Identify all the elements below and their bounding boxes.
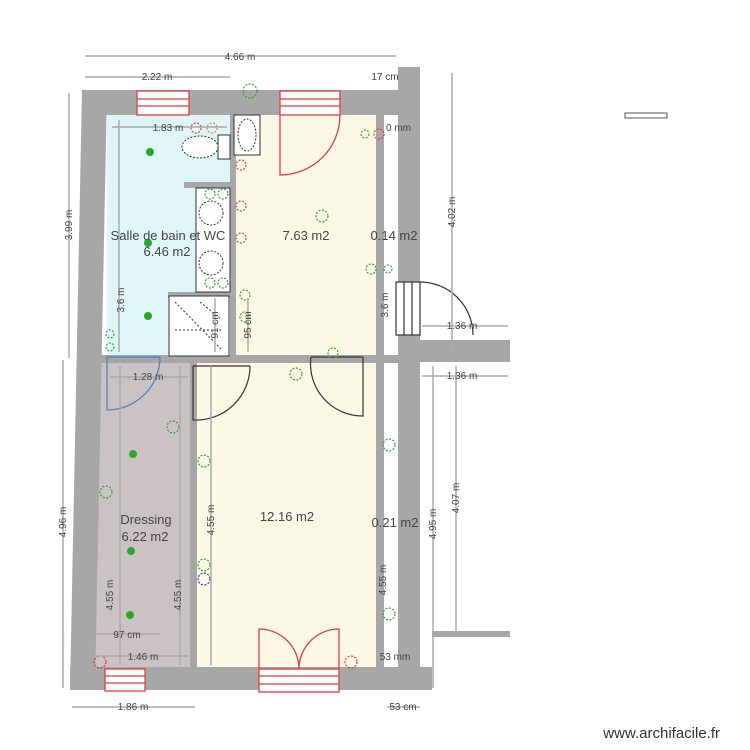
electrical-symbols xyxy=(93,83,396,669)
door-main-right[interactable] xyxy=(309,356,364,417)
shower xyxy=(168,295,230,357)
watermark: www.archifacile.fr xyxy=(602,725,720,742)
door-exterior[interactable] xyxy=(395,281,474,336)
dim-ext-1: 1.36 m xyxy=(447,321,478,332)
window-dressing[interactable] xyxy=(104,668,146,692)
door-dressing[interactable] xyxy=(106,356,161,411)
room-area-dressing: 6.22 m2 xyxy=(122,529,169,544)
door-main-left[interactable] xyxy=(192,365,251,421)
dim-ext-2: 1.36 m xyxy=(447,371,478,382)
window-top-room[interactable] xyxy=(279,90,341,176)
room-name-dressing: Dressing xyxy=(120,512,171,527)
dimension-lines xyxy=(62,55,508,708)
french-window-main[interactable] xyxy=(258,628,340,693)
dim-dressing-top: 1.28 m xyxy=(133,372,164,383)
toilet xyxy=(181,134,231,160)
dimension-labels: 4.66 m 2.22 m 17 cm 1.83 m 0 mm 3.99 m 3… xyxy=(58,52,477,713)
dim-bottom-mm: 53 mm xyxy=(380,652,411,663)
dim-right-bottom-height: 4.95 m xyxy=(428,509,439,540)
room-area-top: 7.63 m2 xyxy=(283,228,330,243)
walls xyxy=(70,67,510,690)
room-area-main: 12.16 m2 xyxy=(260,509,314,524)
room-name-bathroom: Salle de bain et WC xyxy=(111,228,226,243)
dressing-floor xyxy=(95,363,190,667)
dim-dressing-h2: 4.55 m xyxy=(173,580,184,611)
dim-dressing-bottom: 1.46 m xyxy=(128,652,159,663)
dim-bath-inner: 1.83 m xyxy=(153,123,184,134)
dim-bath-width: 2.22 m xyxy=(142,72,173,83)
dim-left-top-height: 3.99 m xyxy=(64,210,75,241)
dim-right-ext-height: 4.07 m xyxy=(451,483,462,514)
room-area-bathroom: 6.46 m2 xyxy=(144,244,191,259)
dim-dressing-h1: 4.55 m xyxy=(105,580,116,611)
legend-bar xyxy=(624,112,668,119)
dim-total-width: 4.66 m xyxy=(225,52,256,63)
dim-bottom-right: 53 cm xyxy=(389,702,416,713)
dim-right-h: 4.55 m xyxy=(378,565,389,596)
room-area-closet-bottom: 0.21 m2 xyxy=(372,515,419,530)
dim-top-right: 17 cm xyxy=(371,72,398,83)
dim-top-mm: 0 mm xyxy=(386,123,411,134)
sink-top xyxy=(233,114,261,156)
dim-shower-side: 95 cm xyxy=(243,311,254,338)
double-sink xyxy=(195,187,231,293)
window-bath[interactable] xyxy=(136,90,190,116)
dim-shower: 91 cm xyxy=(210,311,221,338)
dim-dressing-inner: 97 cm xyxy=(113,630,140,641)
dim-bottom-left: 1.86 m xyxy=(118,702,149,713)
dim-right-top-height: 4.02 m xyxy=(447,197,458,228)
room-labels: Salle de bain et WC 6.46 m2 7.63 m2 0.14… xyxy=(111,228,419,544)
dim-left-bottom-height: 4.96 m xyxy=(58,507,69,538)
dim-main-h: 4.55 m xyxy=(206,505,217,536)
room-area-closet-top: 0.14 m2 xyxy=(371,228,418,243)
dim-right-top-inner: 3.6 m xyxy=(380,292,391,317)
dim-bath-height: 3.6 m xyxy=(116,287,127,312)
